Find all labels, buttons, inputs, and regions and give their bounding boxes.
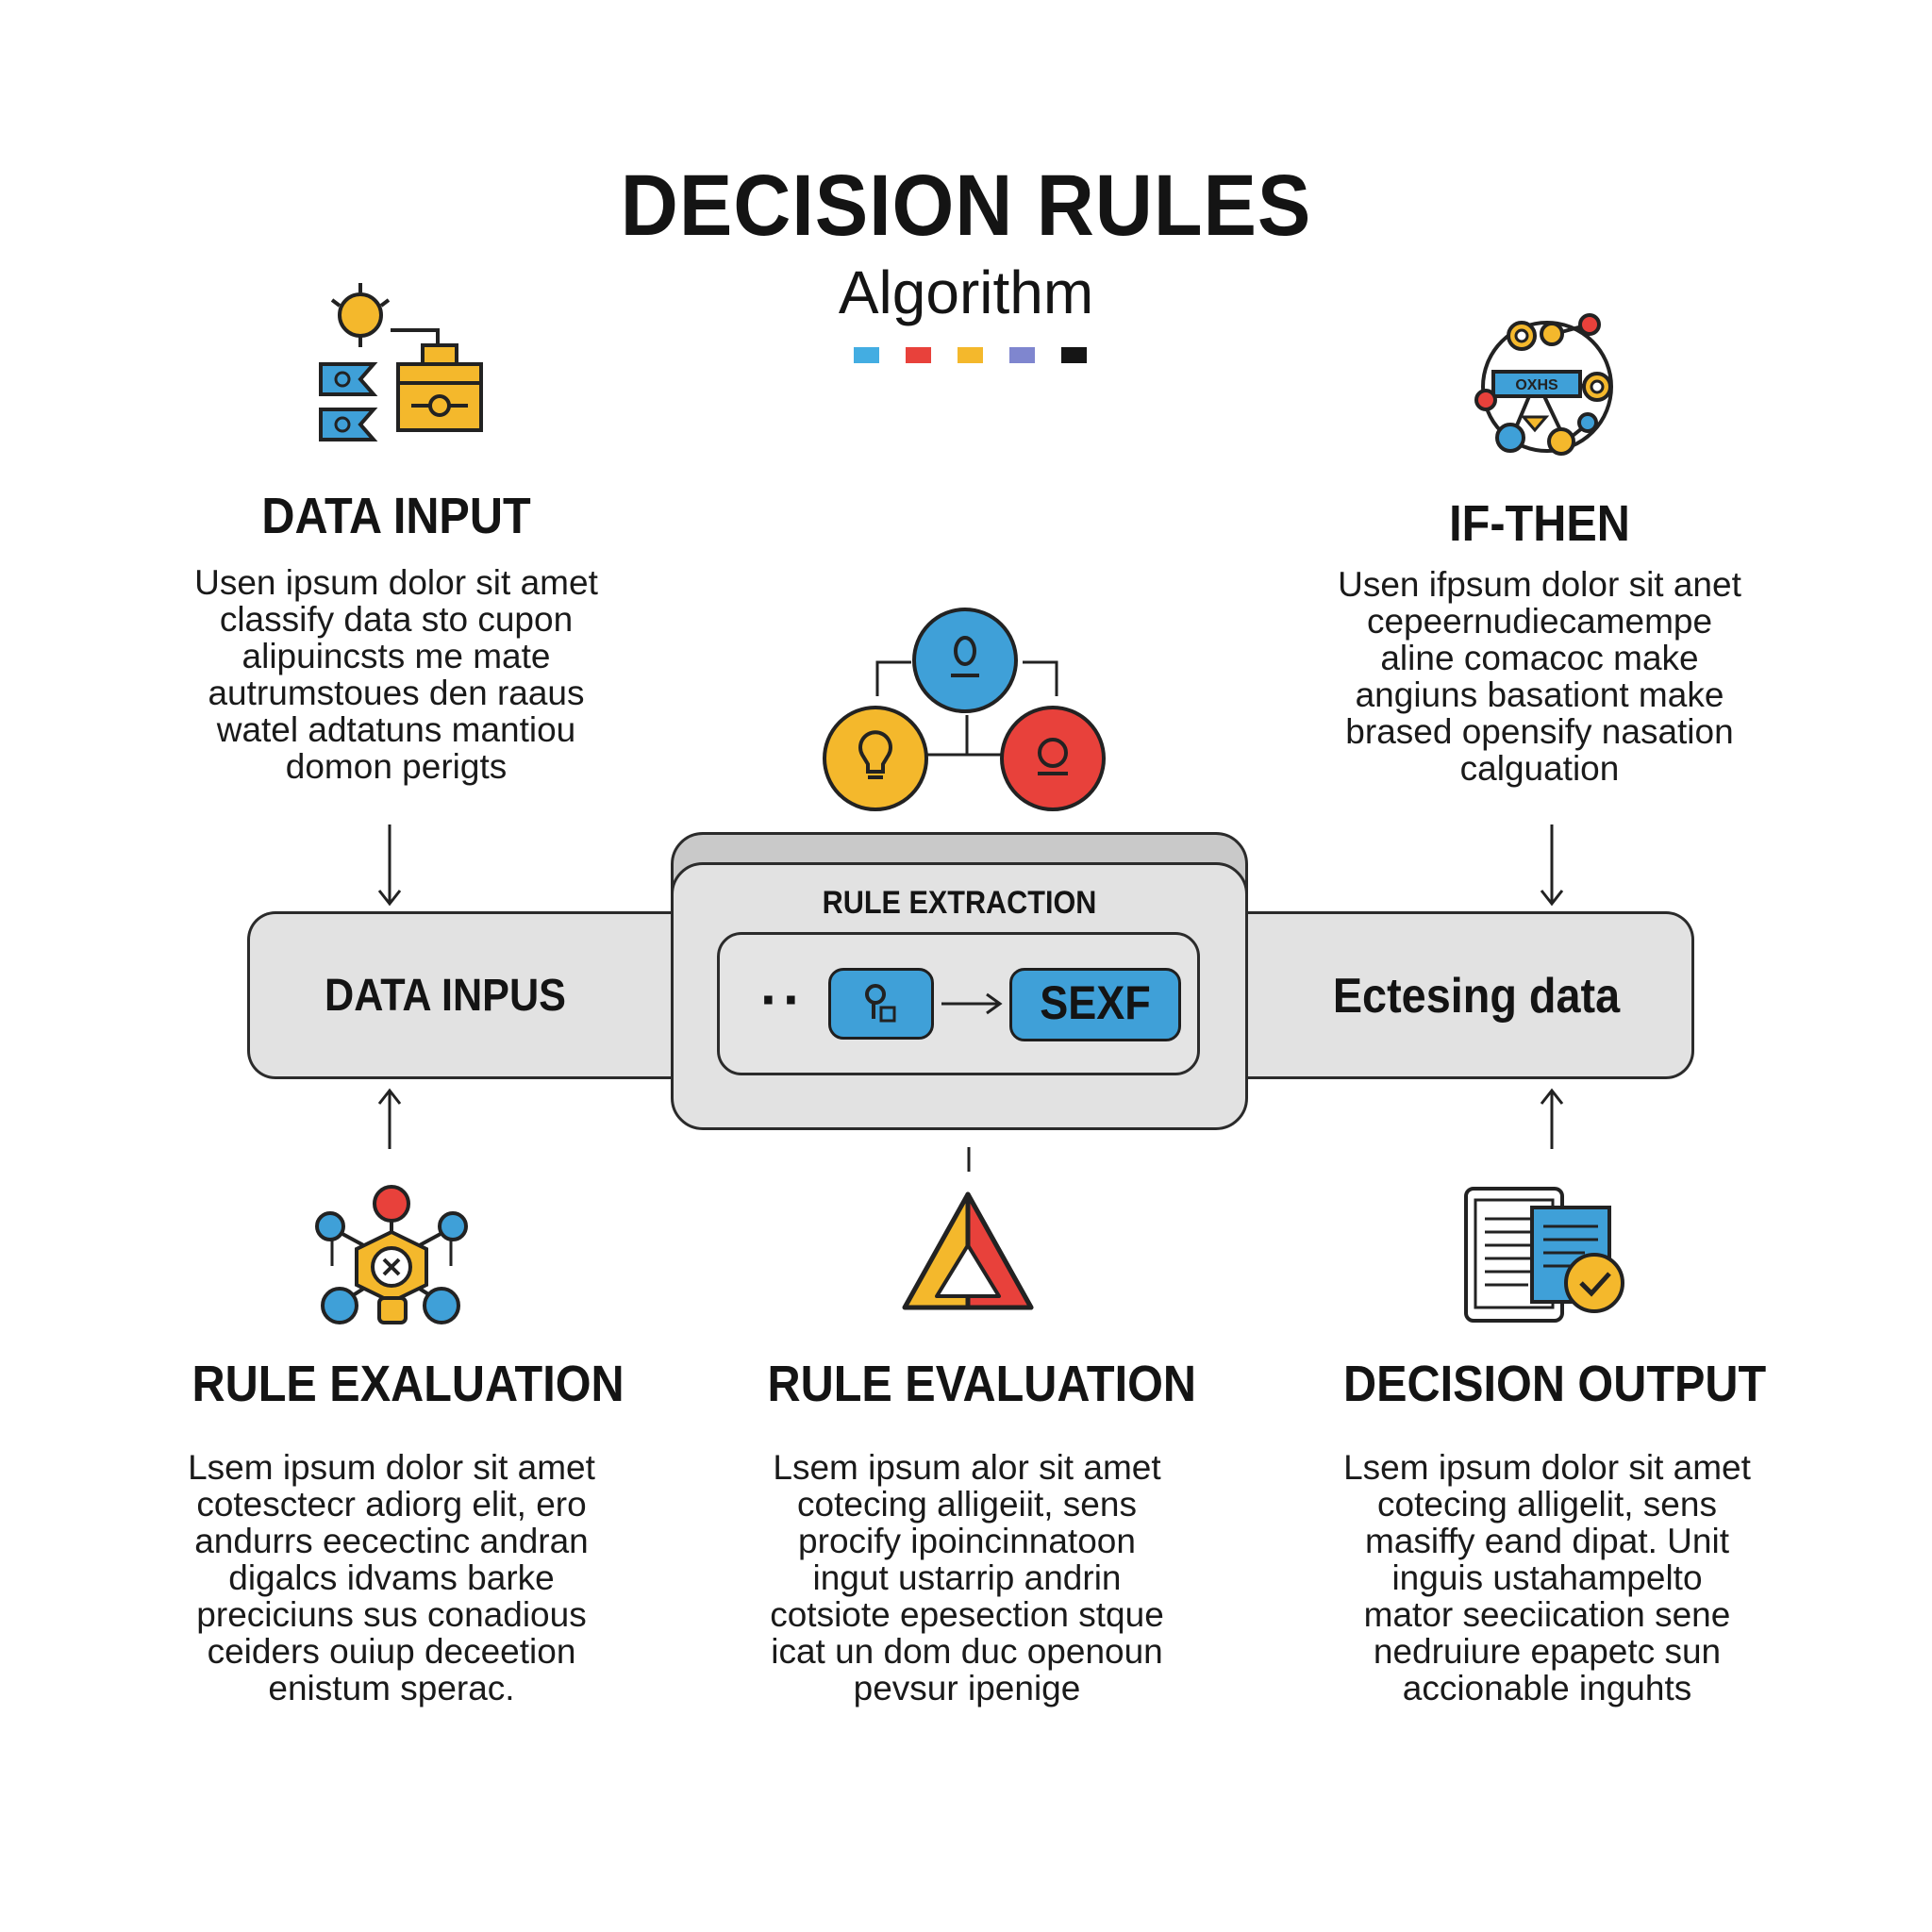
processing-panel	[1226, 911, 1694, 1079]
data-input-heading: DATA INPUT	[261, 488, 531, 544]
data-input-description: Usen ipsum dolor sit amet classify data …	[194, 563, 598, 786]
arrow-down-right	[1540, 824, 1564, 907]
palette-dot-red	[906, 347, 931, 363]
document-check-icon	[1464, 1187, 1624, 1323]
decision-output-heading: DECISION OUTPUT	[1343, 1356, 1767, 1412]
palette-dot-yellow	[958, 347, 983, 363]
data-input-panel-label: DATA INPUS	[325, 971, 566, 1021]
arrow-up-right	[1540, 1088, 1564, 1149]
data-input-icon	[319, 283, 483, 441]
palette-dot-blue	[854, 347, 879, 363]
palette-dot-black	[1061, 347, 1087, 363]
rule-extraction-title: RULE EXTRACTION	[822, 885, 1097, 921]
lightbulb-icon	[858, 730, 892, 779]
lock-icon	[865, 984, 896, 1023]
if-then-description: Usen ifpsum dolor sit anet cepeernudieca…	[1338, 565, 1741, 788]
data-input-panel	[247, 911, 691, 1079]
sexf-result-button[interactable]	[1009, 968, 1181, 1041]
processing-panel-label: Ectesing data	[1332, 969, 1621, 1024]
rule-exaluation-heading: RULE EXALUATION	[192, 1356, 625, 1412]
arrow-up-left	[377, 1088, 402, 1149]
page-title: DECISION RULES	[620, 158, 1312, 254]
page-subtitle: Algorithm	[838, 258, 1094, 326]
rule-exaluation-description: Lsem ipsum dolor sit amet cotesctecr adi…	[188, 1448, 595, 1707]
rule-evaluation-description: Lsem ipsum alor sit amet cotecing allige…	[770, 1448, 1164, 1707]
rule-evaluation-heading: RULE EVALUATION	[767, 1356, 1196, 1412]
svg-text:OXHS: OXHS	[1515, 377, 1558, 393]
if-then-heading: IF-THEN	[1449, 495, 1630, 552]
lock-step-button[interactable]	[828, 968, 934, 1040]
rule-nodes-icon	[823, 608, 1106, 811]
center-connector-line	[967, 1147, 971, 1172]
rule-extraction-ellipsis: ··	[760, 968, 806, 1031]
color-palette-dots	[854, 347, 1087, 363]
palette-dot-purple	[1009, 347, 1035, 363]
sexf-result-label: SEXF	[1040, 976, 1151, 1029]
warning-triangle-icon	[902, 1191, 1034, 1310]
flow-arrow-icon	[941, 992, 1003, 1015]
if-then-network-icon: OXHS	[1474, 313, 1613, 456]
rule-network-icon	[315, 1185, 468, 1324]
arrow-down-left	[377, 824, 402, 907]
decision-output-description: Lsem ipsum dolor sit amet cotecing allig…	[1343, 1448, 1751, 1707]
